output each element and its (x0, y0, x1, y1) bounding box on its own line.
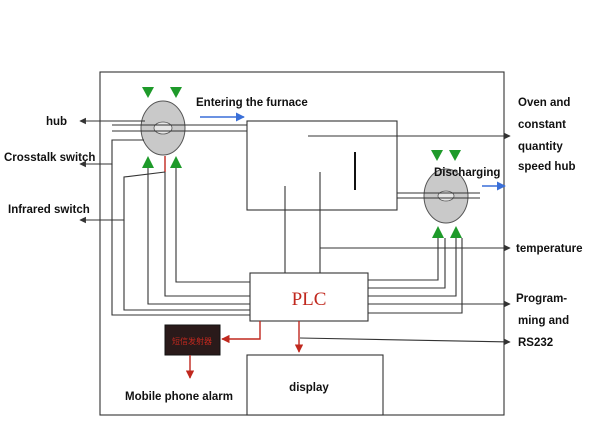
plc-box (249, 272, 369, 322)
sensor-triangle-right-bottom-right (450, 226, 462, 238)
right-sensor-link-4 (368, 238, 463, 314)
sensor-triangle-top-left (142, 87, 154, 98)
infrared-plc-link (123, 220, 250, 311)
oven-label-line3: quantity (518, 141, 563, 153)
furnace-box (246, 120, 398, 211)
crosstalk-switch-label: Crosstalk switch (4, 152, 95, 164)
right-sensor-link-2 (368, 238, 446, 289)
programming-label-line2: ming and (518, 315, 569, 327)
sensor-triangle-bottom-right (170, 156, 182, 168)
sms-module-label: 短信发射器 (172, 336, 212, 346)
display-box (246, 354, 384, 416)
infrared-switch-label: Infrared switch (8, 204, 90, 216)
sms-alarm-module (164, 324, 221, 356)
crosstalk-plc-link (111, 164, 250, 316)
sensor-triangle-right-top-left (431, 150, 443, 161)
entering-furnace-label: Entering the furnace (196, 97, 308, 109)
right-sensor-link-1 (368, 238, 439, 281)
left-sensor-link-3 (164, 172, 250, 297)
oven-label-line1: Oven and (518, 97, 570, 109)
crosstalk-arrow (79, 139, 144, 168)
hub-label: hub (46, 116, 67, 128)
discharging-label: Discharging (434, 167, 500, 179)
display-label: display (289, 382, 329, 394)
entry-hub (140, 100, 186, 156)
rs232-label: RS232 (518, 337, 553, 349)
left-sensor-link-2 (175, 168, 250, 283)
sensor-triangle-top-right (170, 87, 182, 98)
infrared-arrow (79, 171, 166, 224)
temperature-label: temperature (516, 243, 582, 255)
sensor-triangle-bottom-left (142, 156, 154, 168)
plc-label: PLC (292, 289, 327, 310)
rs232-arrow (299, 337, 511, 346)
left-sensor-link-1 (147, 168, 250, 305)
mobile-alarm-label: Mobile phone alarm (125, 391, 233, 403)
right-sensor-link-3 (368, 238, 457, 297)
sensor-triangle-right-bottom-left (432, 226, 444, 238)
oven-label-line4: speed hub (518, 161, 576, 173)
programming-label-line1: Program- (516, 293, 567, 305)
sensor-triangle-right-top-right (449, 150, 461, 161)
plc-to-sms-arrow (221, 321, 261, 344)
oven-label-line2: constant (518, 119, 566, 131)
